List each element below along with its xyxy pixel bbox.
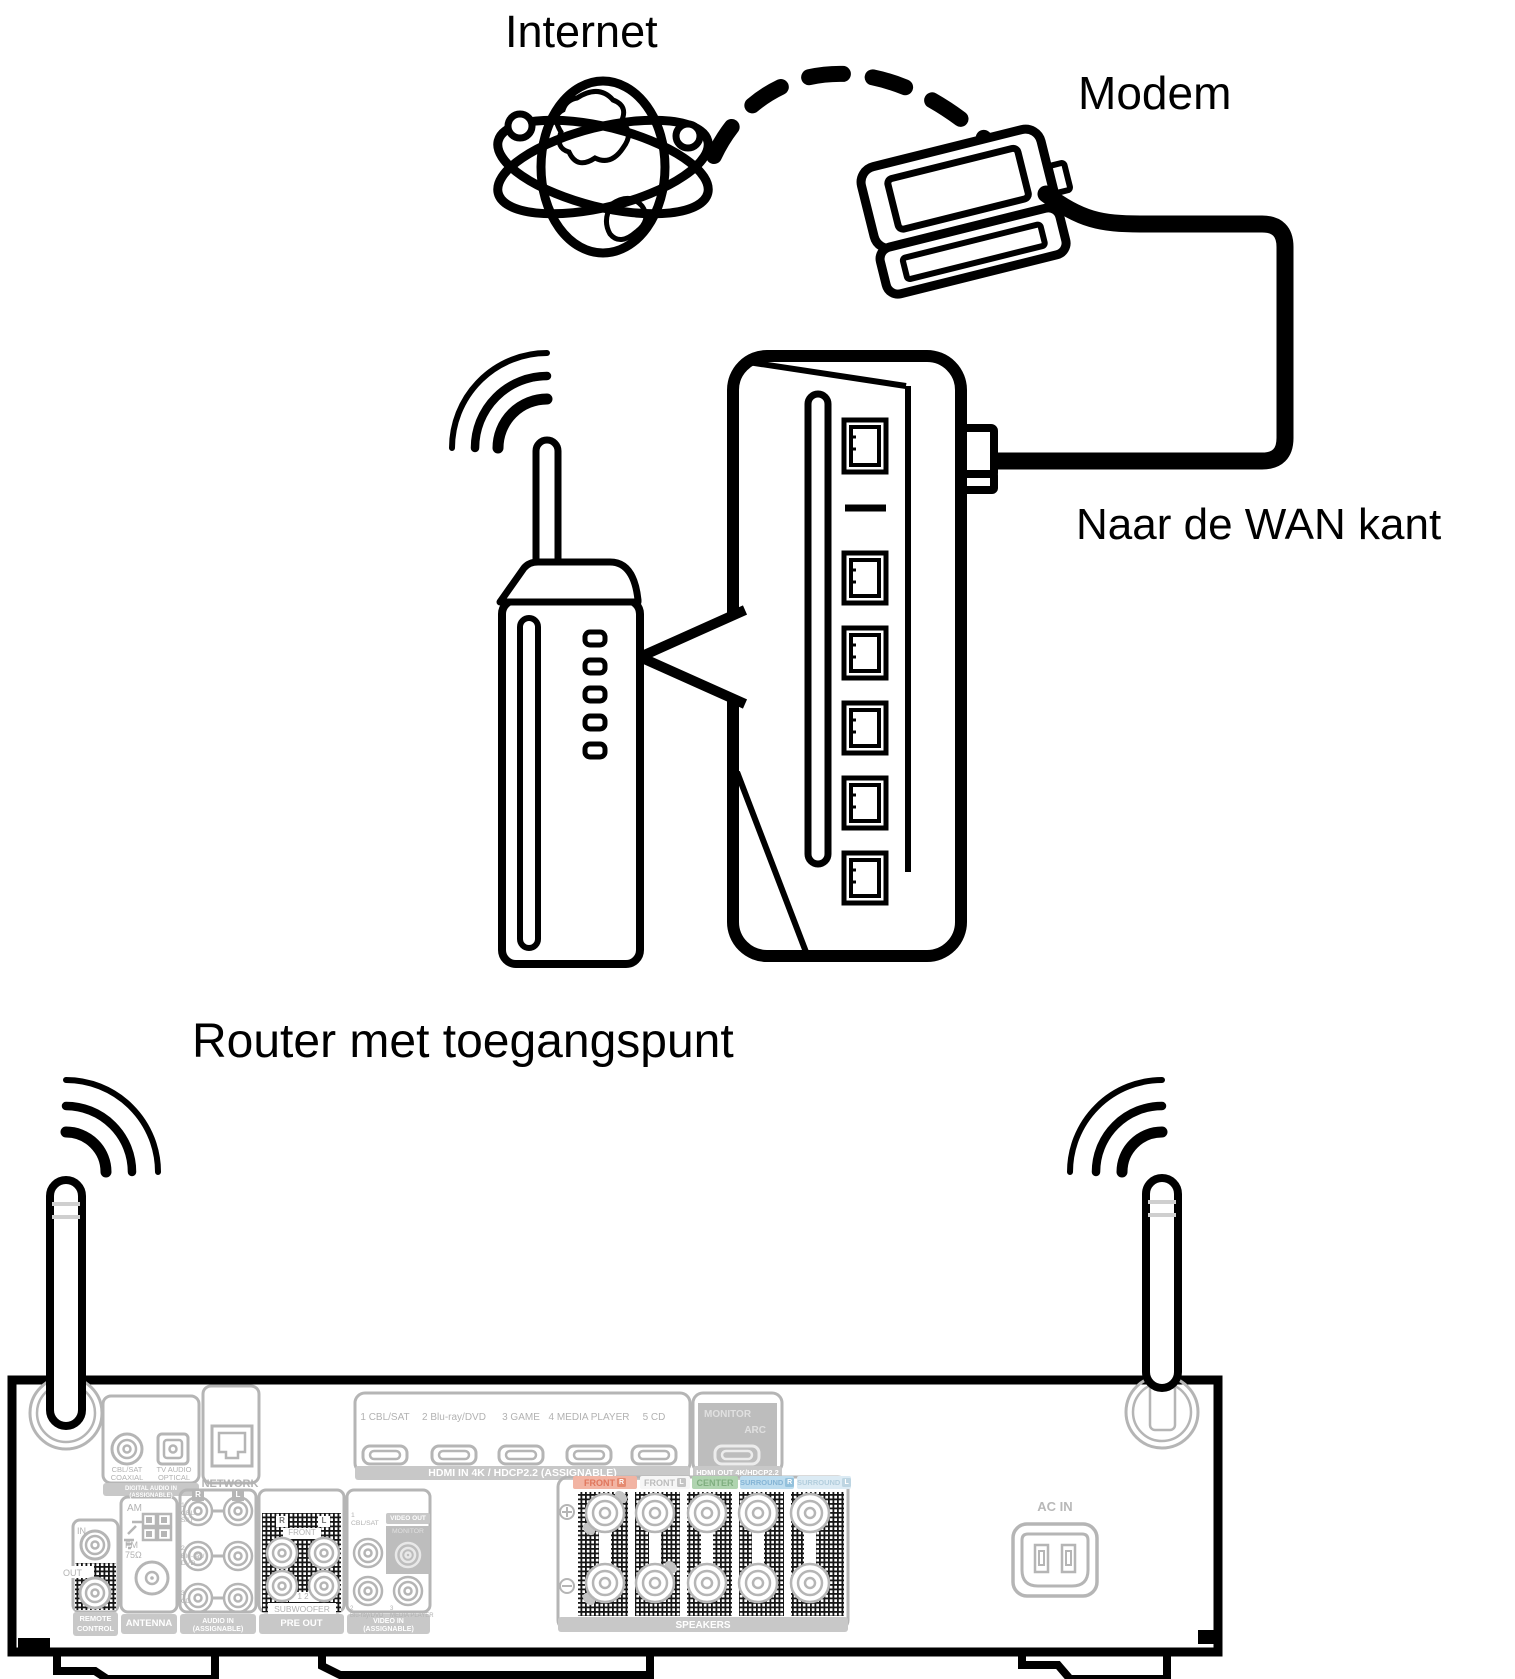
speakers-tab: SPEAKERS: [675, 1620, 731, 1631]
video-in-row3-label: 3 MEDIA PLAYER: [390, 1606, 434, 1619]
video-in-row2-label: 2 Blu-ray/DVD: [350, 1606, 384, 1619]
am-label: AM: [127, 1503, 142, 1514]
lan-port-icon: [841, 700, 889, 756]
router-label: Router met toegangspunt: [192, 1015, 734, 1068]
wifi-waves-left-icon: [60, 1077, 161, 1178]
internet-label: Internet: [505, 6, 658, 57]
chip-letter: R: [785, 1478, 794, 1487]
wan-port-icon: [841, 417, 889, 475]
hdmi-out-arc-label: ARC: [744, 1425, 766, 1436]
internet-globe-icon: [493, 76, 713, 258]
antenna-tab: ANTENNA: [125, 1618, 173, 1629]
chip-text: FRONT: [584, 1477, 615, 1488]
video-monitor-label: MONITOR: [392, 1528, 424, 1535]
lan-port-icon: [841, 775, 889, 831]
ac-in-label: AC IN: [1037, 1499, 1073, 1514]
wifi-waves-right-icon: [1067, 1077, 1168, 1178]
pre-out-numbers-label: 1 2: [297, 1592, 309, 1601]
audio-in-tab: AUDIO IN (ASSIGNABLE): [192, 1618, 244, 1633]
lan-port-icon: [841, 550, 889, 606]
coaxial-jack-label: CBL/SAT COAXIAL: [110, 1465, 144, 1483]
dashed-link: [706, 65, 1020, 174]
video-in-tab: VIDEO IN (ASSIGNABLE): [363, 1618, 414, 1633]
pre-out-r-badge: R: [276, 1516, 288, 1527]
hdmi-out-tab: HDMI OUT 4K/HDCP2.2: [696, 1468, 779, 1477]
remote-in-label: IN: [77, 1526, 86, 1536]
ethernet-ports: [841, 417, 889, 906]
pre-out-tab: PRE OUT: [280, 1618, 323, 1629]
modem-icon: [856, 124, 1073, 299]
remote-tab: REMOTE CONTROL: [76, 1614, 115, 1633]
hdmi-in-1-label: 1 CBL/SAT: [360, 1412, 410, 1423]
chip-letter: L: [842, 1478, 851, 1487]
audio-in-r-badge: R: [192, 1490, 204, 1501]
receiver-panel-art: [28, 1374, 1200, 1636]
fm-label: FM 75Ω: [125, 1540, 142, 1561]
pre-out-l-badge: L: [318, 1516, 330, 1527]
hdmi-in-5-label: 5 CD: [642, 1412, 666, 1423]
hdmi-in-2-label: 2 Blu-ray/DVD: [422, 1412, 486, 1423]
modem-label: Modem: [1078, 67, 1232, 119]
hdmi-in-4-label: 4 MEDIA PLAYER: [548, 1412, 630, 1423]
optical-jack-label: TV AUDIO OPTICAL: [156, 1465, 192, 1483]
digital-audio-tab: DIGITAL AUDIO IN (ASSIGNABLE): [125, 1486, 177, 1499]
remote-out-label: OUT: [63, 1568, 82, 1578]
speaker-post-column: [582, 1490, 678, 1606]
wan-cable: [985, 185, 1294, 470]
network-tab: NETWORK: [201, 1478, 259, 1490]
audio-in-l-badge: L: [232, 1490, 244, 1501]
hdmi-out-monitor-label: MONITOR: [704, 1409, 752, 1420]
router-icon: [496, 436, 644, 968]
receiver-antennas: [46, 1174, 1182, 1430]
lan-port-icon: [841, 850, 889, 906]
chip-text: FRONT: [644, 1477, 675, 1488]
hdmi-in-tab: HDMI IN 4K / HDCP2.2 (ASSIGNABLE): [428, 1467, 617, 1479]
wan-side-label: Naar de WAN kant: [1076, 500, 1442, 549]
chip-letter: L: [677, 1478, 686, 1487]
chip-text: SURROUND: [740, 1478, 784, 1487]
chip-letter: R: [617, 1478, 626, 1487]
video-in-row1-label: 1 CBL/SAT: [351, 1512, 379, 1527]
video-out-tab: VIDEO OUT: [390, 1515, 426, 1522]
hdmi-in-3-label: 3 GAME: [502, 1412, 540, 1423]
pre-out-front-label: FRONT: [288, 1528, 316, 1537]
audio-in-row2-label: 2 Blu-ray/ DVD: [181, 1545, 205, 1568]
audio-in-row1-label: 1 CBL/ SAT: [181, 1502, 197, 1525]
audio-in-row3-label: 3 CD: [181, 1590, 191, 1605]
subwoofer-label: SUBWOOFER: [274, 1604, 330, 1614]
lan-port-icon: [841, 625, 889, 681]
speaker-chip-center: CENTER: [692, 1476, 738, 1489]
router-zoom-callout: [635, 350, 967, 962]
wifi-waves-router-icon: [449, 350, 553, 454]
chip-text: CENTER: [696, 1477, 734, 1488]
chip-text: SURROUND: [797, 1478, 841, 1487]
